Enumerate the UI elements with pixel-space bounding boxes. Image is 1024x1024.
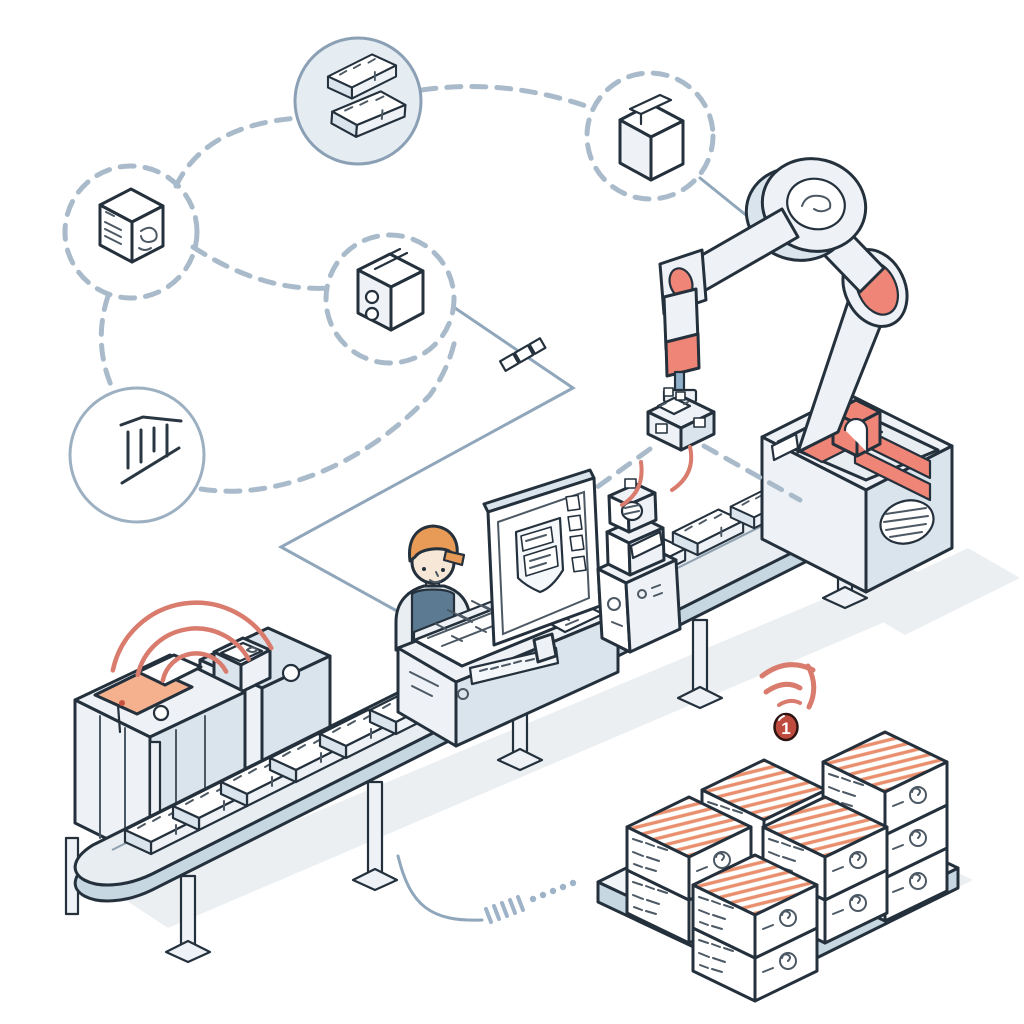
node-barcode bbox=[68, 386, 206, 524]
monitor bbox=[482, 468, 602, 664]
vent-icon bbox=[879, 499, 935, 545]
transfer-dots bbox=[396, 854, 577, 924]
guide-right bbox=[701, 443, 803, 503]
line-to-assembly bbox=[277, 306, 576, 613]
screen-shield-icon bbox=[514, 516, 565, 594]
gripper bbox=[646, 387, 716, 452]
inspection-scanner bbox=[596, 478, 682, 654]
screen-sidebar-icons bbox=[565, 494, 587, 573]
conveyor-legs bbox=[64, 546, 869, 964]
taped-carton-box-icon bbox=[356, 247, 425, 332]
hard-cap-icon bbox=[408, 524, 459, 563]
open-carton-box-icon bbox=[618, 93, 685, 182]
scanner-lens-icon bbox=[620, 500, 644, 522]
robotic-arm bbox=[572, 157, 954, 594]
node-material-bars bbox=[293, 36, 423, 166]
stack-front bbox=[691, 853, 819, 1003]
node-open-box bbox=[584, 70, 716, 202]
network-connectors bbox=[98, 83, 764, 613]
intake-chute bbox=[93, 653, 203, 734]
badge-count: 1 bbox=[781, 719, 790, 738]
pallet-zone: 1 bbox=[396, 662, 960, 1003]
component-chip-icon bbox=[498, 337, 547, 372]
isometric-barcode-icon bbox=[119, 415, 183, 485]
notification-badge: 1 bbox=[773, 712, 799, 742]
node-labeled-box bbox=[62, 163, 200, 301]
wifi-arcs-left bbox=[110, 600, 274, 683]
shoulder-joint bbox=[744, 157, 868, 262]
gripped-part-icon bbox=[656, 387, 692, 416]
node-taped-box bbox=[323, 232, 457, 366]
sensor-arcs-scanner bbox=[620, 445, 694, 507]
operator-workstation bbox=[394, 445, 694, 748]
wifi-arcs-pallet bbox=[759, 662, 817, 710]
supply-network bbox=[62, 36, 764, 613]
package-stacks bbox=[625, 730, 949, 1003]
labeled-carton-box-icon bbox=[98, 187, 165, 264]
